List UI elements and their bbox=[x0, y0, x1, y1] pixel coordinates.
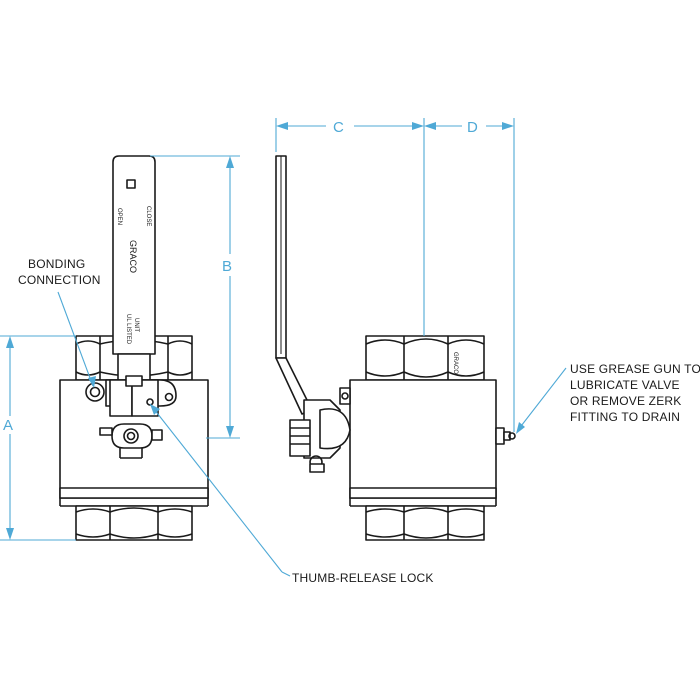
dimension-c-label: C bbox=[333, 119, 344, 136]
handle-close-marking: CLOSE bbox=[145, 206, 151, 226]
body-brand-marking: GRACO bbox=[452, 352, 458, 374]
dimension-b-label: B bbox=[222, 258, 232, 275]
bonding-label-line2: CONNECTION bbox=[18, 273, 101, 287]
dimension-b: B bbox=[150, 155, 240, 439]
side-stem-assembly bbox=[289, 399, 351, 473]
dimension-c: C bbox=[275, 118, 425, 336]
callout-thumb-release: THUMB-RELEASE LOCK bbox=[149, 403, 434, 585]
front-zerk-fitting bbox=[99, 423, 163, 459]
dimension-a-label: A bbox=[3, 417, 13, 434]
side-handle bbox=[275, 155, 313, 415]
front-view: OPEN CLOSE GRACO UL LISTED UNIT bbox=[59, 155, 209, 541]
dimension-d-label: D bbox=[467, 119, 478, 136]
front-handle: OPEN CLOSE GRACO UL LISTED UNIT bbox=[112, 155, 156, 355]
side-top-fitting bbox=[339, 387, 351, 405]
dimension-a: A bbox=[0, 335, 76, 541]
side-top-hex: GRACO bbox=[365, 335, 485, 381]
side-body bbox=[349, 379, 497, 507]
handle-open-marking: OPEN bbox=[116, 208, 122, 225]
handle-brand-marking: GRACO bbox=[128, 240, 138, 273]
side-view: GRACO bbox=[275, 155, 516, 541]
bonding-label-line1: BONDING bbox=[28, 257, 85, 271]
front-bonding-lug bbox=[85, 382, 105, 402]
front-stem-assembly bbox=[105, 353, 177, 417]
side-zerk-fitting bbox=[495, 427, 516, 445]
callout-bonding: BONDING CONNECTION bbox=[18, 257, 101, 388]
grease-label-line2: LUBRICATE VALVE bbox=[570, 378, 680, 392]
handle-ul-marking-2: UNIT bbox=[133, 318, 139, 332]
callout-grease: USE GREASE GUN TO LUBRICATE VALVE OR REM… bbox=[516, 362, 700, 434]
front-bottom-hex bbox=[75, 505, 193, 541]
grease-label-line4: FITTING TO DRAIN bbox=[570, 410, 680, 424]
side-bottom-hex bbox=[365, 505, 485, 541]
grease-label-line3: OR REMOVE ZERK bbox=[570, 394, 681, 408]
dimension-d: D bbox=[424, 118, 515, 432]
thumb-release-label: THUMB-RELEASE LOCK bbox=[292, 571, 434, 585]
handle-ul-marking-1: UL LISTED bbox=[125, 314, 131, 345]
grease-label-line1: USE GREASE GUN TO bbox=[570, 362, 700, 376]
